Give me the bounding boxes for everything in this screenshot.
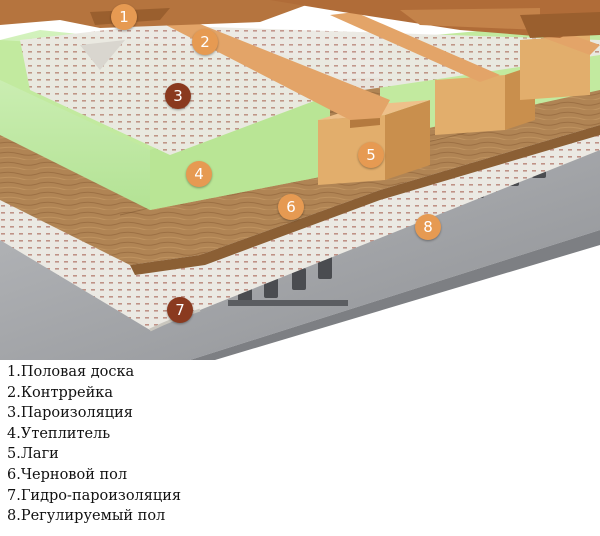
callout-marker-4: 4 [186,161,212,187]
callout-marker-2: 2 [192,29,218,55]
legend-item-membrane: 7.Гидро-пароизоляция [7,487,182,504]
callout-marker-8: 8 [415,214,441,240]
callout-marker-5: 5 [358,142,384,168]
legend-item-subfloor: 6.Черновой пол [7,466,128,483]
legend-item-insulation: 4.Утеплитель [7,425,111,442]
callout-marker-7: 7 [167,297,193,323]
callout-marker-3: 3 [165,83,191,109]
floor-layers-diagram: 1 2 3 4 5 6 7 8 [0,0,600,360]
legend-list: 1.Половая доска 2.Контррейка 3.Пароизоля… [7,362,181,527]
joists-layer [318,35,590,185]
floorboards-layer [0,0,600,38]
callout-marker-1: 1 [111,4,137,30]
legend-item-joists: 5.Лаги [7,446,59,463]
legend-item-vapor-barrier: 3.Пароизоляция [7,405,133,422]
callout-marker-6: 6 [278,194,304,220]
floor-layers-illustration [0,0,600,360]
legend-item-adjustable-floor: 8.Регулируемый пол [7,508,166,525]
legend-item-floorboard: 1.Половая доска [7,364,135,380]
legend-item-counter-batten: 2.Контррейка [7,384,113,401]
